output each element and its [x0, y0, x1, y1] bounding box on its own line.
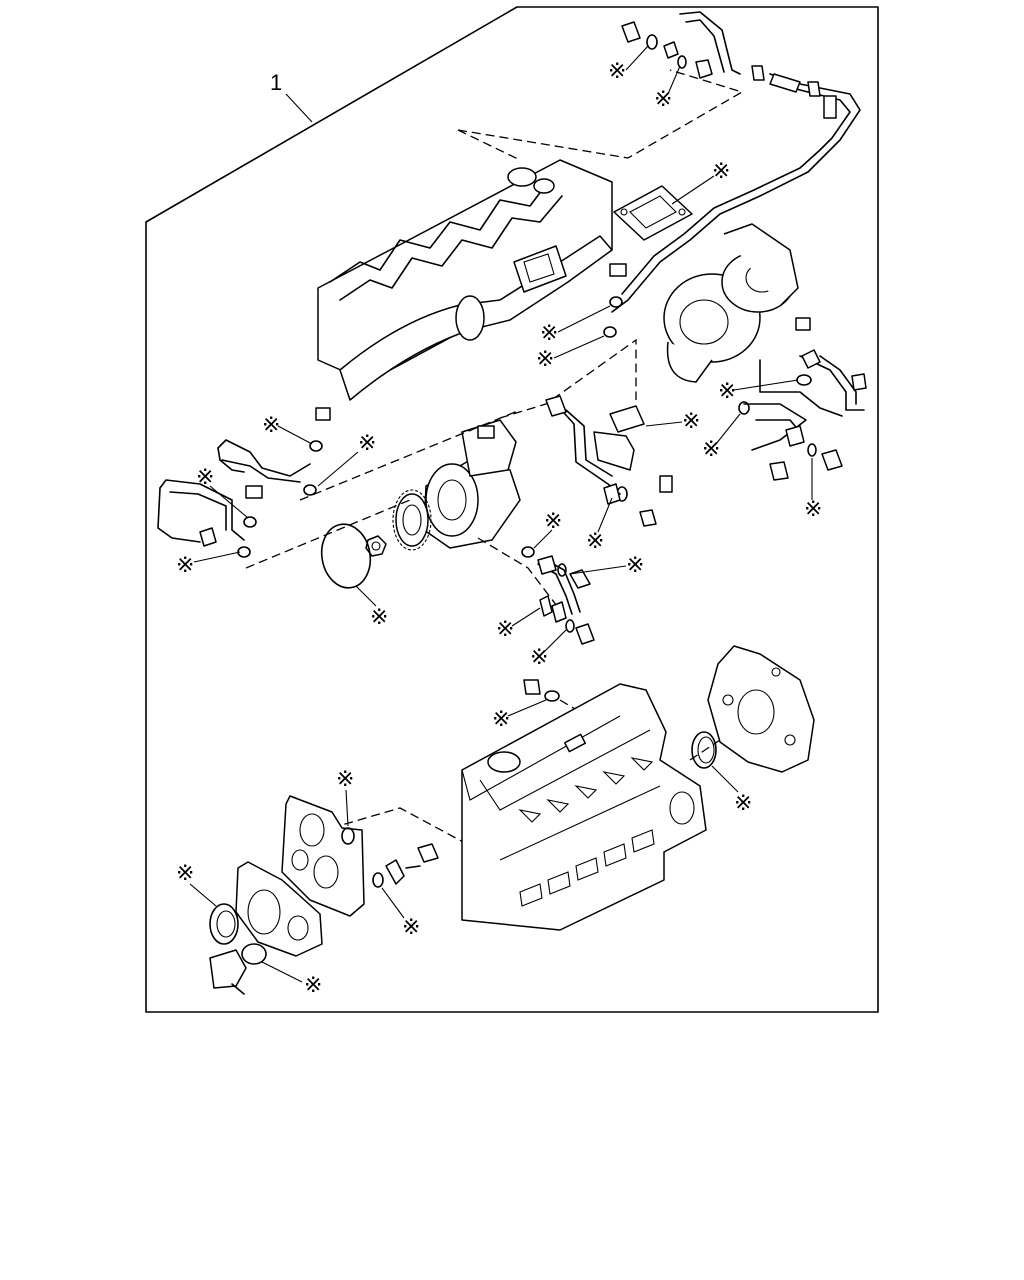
callout-mark: ※ — [718, 378, 736, 403]
small-o-ring-upper — [341, 827, 355, 845]
callout-mark: ※ — [304, 972, 322, 997]
callout-mark: ※ — [496, 616, 514, 641]
gear-nut — [365, 535, 387, 557]
callout-mark: ※ — [586, 528, 604, 553]
callout-mark: ※ — [540, 320, 558, 345]
callout-mark: ※ — [536, 346, 554, 371]
intake-manifold-area — [317, 69, 744, 401]
callout-mark: ※ — [176, 860, 194, 885]
callout-mark: ※ — [654, 86, 672, 111]
sensor-part — [385, 859, 421, 885]
pump-o-ring — [320, 523, 372, 589]
flywheel-housing — [707, 645, 815, 773]
small-o-ring-lower — [241, 943, 267, 965]
injection-pump — [423, 419, 521, 549]
fuel-injection-pipes — [157, 439, 311, 543]
callout-mark: ※ — [682, 408, 700, 433]
injection-pump-gear — [392, 489, 432, 551]
item-number-leader — [285, 93, 313, 123]
bolts-and-washers — [199, 21, 867, 863]
callout-mark: ※ — [530, 644, 548, 669]
item-number-label: 1 — [270, 70, 282, 95]
callout-mark: ※ — [336, 766, 354, 791]
callout-mark: ※ — [626, 552, 644, 577]
callout-mark: ※ — [196, 464, 214, 489]
timing-case-gasket — [235, 861, 323, 957]
turbo-oil-return-line — [743, 355, 865, 451]
callout-mark: ※ — [358, 430, 376, 455]
callout-mark: ※ — [176, 552, 194, 577]
callout-mark: ※ — [402, 914, 420, 939]
rear-oil-seal — [691, 731, 717, 769]
callout-mark: ※ — [262, 412, 280, 437]
fuel-return-line — [545, 395, 645, 495]
turbocharger — [663, 223, 799, 383]
callout-mark: ※ — [804, 496, 822, 521]
callout-mark: ※ — [734, 790, 752, 815]
callout-mark: ※ — [702, 436, 720, 461]
callout-markers: ※ ※ ※ ※ ※ ※ ※ ※ ※ ※ ※ ※ ※ ※ ※ ※ ※ ※ ※ — [176, 45, 822, 997]
cover-plate — [209, 949, 247, 995]
front-oil-seal — [209, 903, 239, 945]
callout-mark: ※ — [370, 604, 388, 629]
callout-mark: ※ — [492, 706, 510, 731]
turbo-oil-feed-line — [611, 11, 861, 313]
kit-boundary-frame — [145, 6, 879, 1013]
callout-mark: ※ — [712, 158, 730, 183]
front-plate-gasket — [281, 795, 365, 917]
callout-mark: ※ — [544, 508, 562, 533]
cylinder-block — [461, 683, 707, 931]
exhaust-flange-gasket — [613, 185, 693, 241]
callout-mark: ※ — [608, 58, 626, 83]
small-o-ring-middle — [372, 872, 384, 888]
